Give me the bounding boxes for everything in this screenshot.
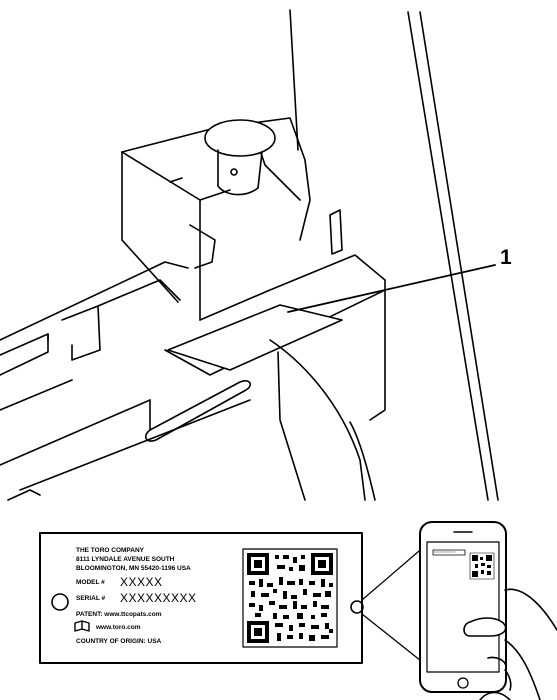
plate-serial-value: XXXXXXXXX [120, 591, 197, 605]
plate-patent: PATENT: www.ttcopats.com [76, 611, 162, 618]
hand-icon [463, 588, 557, 700]
plate-address-2: BLOOMINGTON, MN 55420-1196 USA [76, 565, 191, 572]
decal [167, 304, 343, 371]
housing-block [121, 117, 311, 321]
frame-rail [289, 9, 499, 501]
deck [0, 254, 386, 501]
plate-model-label: MODEL # [76, 579, 105, 586]
plate-manual-url: www.toro.com [96, 624, 141, 631]
curved-guard [269, 339, 376, 501]
plate-origin: COUNTRY OF ORIGIN: USA [76, 638, 162, 645]
knob [204, 119, 276, 196]
plate-serial-label: SERIAL # [76, 595, 106, 602]
callout-leader [287, 264, 496, 313]
deck-slot [144, 380, 252, 442]
plate-model-value: XXXXX [120, 575, 163, 589]
plate-address-1: 8111 LYNDALE AVENUE SOUTH [76, 556, 175, 563]
plate-company: THE TORO COMPANY [76, 547, 145, 554]
callout-number: 1 [500, 246, 512, 269]
qr-code-icon [242, 548, 338, 648]
smartphone-icon [419, 521, 507, 693]
phone-qr-code [469, 552, 495, 580]
book-icon [74, 620, 90, 632]
housing-slot [329, 209, 343, 255]
